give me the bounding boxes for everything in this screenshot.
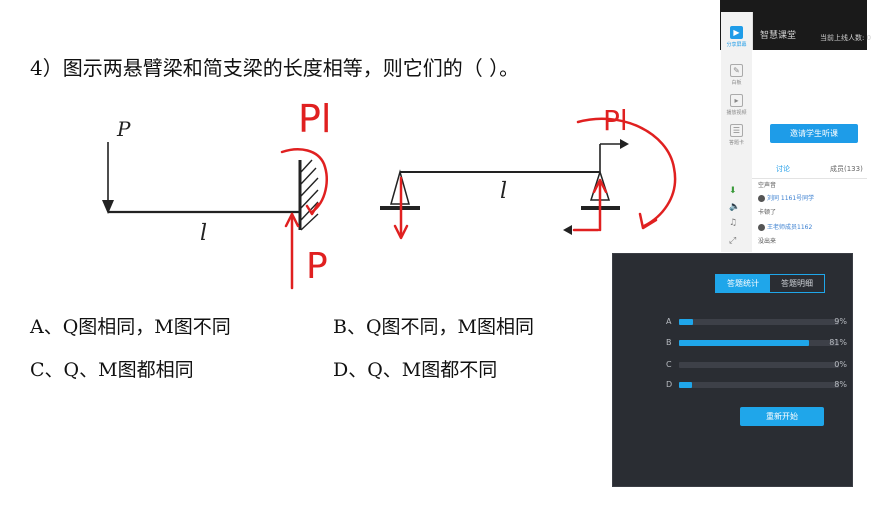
download-icon[interactable]: ⬇ <box>729 186 737 196</box>
simple-beam: l <box>380 139 629 210</box>
stats-label-c: C <box>666 360 672 369</box>
annot-force: P <box>306 246 328 287</box>
stats-track-b <box>679 340 839 346</box>
tool-whiteboard[interactable]: ✎ 白板 <box>730 64 743 86</box>
annot-moment-left: Pl <box>298 97 331 141</box>
stats-bar-d <box>679 382 692 388</box>
slide-canvas <box>0 0 720 511</box>
moment-curve-right <box>576 117 677 228</box>
fixed-support-hatch <box>300 159 319 231</box>
stats-percent-d: 8% <box>834 380 847 389</box>
stats-label-d: D <box>666 380 673 389</box>
option-a: A、Q图相同，M图不同 <box>30 316 231 338</box>
stats-bar-b <box>679 340 809 346</box>
online-count: 当前上线人数: 0 <box>820 34 871 42</box>
tab-members[interactable]: 成员(133) <box>830 165 863 173</box>
avatar <box>758 224 765 231</box>
chat-message: 卡顿了 <box>758 209 777 216</box>
tab-discussion[interactable]: 讨论 <box>776 165 790 173</box>
stats-percent-b: 81% <box>829 338 847 347</box>
load-arrow-head <box>102 200 114 214</box>
stats-track-c <box>679 362 839 368</box>
tool-play-video[interactable]: ▸ 播放视频 <box>726 94 747 116</box>
option-b: B、Q图不同，M图相同 <box>333 316 534 338</box>
question-text: 4）图示两悬臂梁和简支梁的长度相等，则它们的（ ）。 <box>30 56 520 80</box>
tool-answer-card[interactable]: ☰ 答题卡 <box>728 124 744 146</box>
chat-message: 空声音 <box>758 182 777 189</box>
stats-percent-a: 9% <box>834 317 847 326</box>
load-label: P <box>116 117 131 141</box>
handwritten-annotations: Pl P Pl <box>280 97 677 290</box>
stats-track-d <box>679 382 839 388</box>
beam-diagram: P l l Pl P Pl <box>102 97 677 290</box>
answer-card-icon: ☰ <box>730 124 743 137</box>
length-label-right: l <box>500 179 507 204</box>
option-d: D、Q、M图都不同 <box>333 359 498 381</box>
stats-label-b: B <box>666 338 672 347</box>
tab-answer-details[interactable]: 答题明细 <box>770 275 824 292</box>
play-video-icon: ▸ <box>730 94 743 107</box>
chat-message: 刘同 1161号同学 <box>758 193 814 202</box>
music-icon[interactable]: ♫ <box>729 218 738 228</box>
stats-tab-group: 答题统计 答题明细 <box>715 274 825 293</box>
chat-message: 没出来 <box>758 238 777 245</box>
window-title: 智慧课堂 <box>760 31 797 41</box>
stats-percent-c: 0% <box>834 360 847 369</box>
option-c: C、Q、M图都相同 <box>30 359 194 381</box>
chat-tabs: 讨论 成员(133) <box>752 160 867 179</box>
screen-share-icon: ▶ <box>730 26 743 39</box>
fullscreen-icon[interactable]: ⤢ <box>729 236 737 246</box>
invite-students-button[interactable]: 邀请学生听课 <box>770 124 858 143</box>
tool-sidebar: ▶ 分享屏幕 ✎ 白板 ▸ 播放视频 ☰ 答题卡 <box>721 12 753 252</box>
avatar <box>758 195 765 202</box>
length-label-left: l <box>200 221 207 246</box>
stats-track-a <box>679 319 839 325</box>
stats-label-a: A <box>666 317 672 326</box>
moment-arrow-head <box>620 139 629 149</box>
chat-panel <box>752 50 867 252</box>
chat-message: 王老师成员1162 <box>758 222 812 231</box>
tool-share-screen[interactable]: ▶ 分享屏幕 <box>726 26 747 48</box>
restart-button[interactable]: 重新开始 <box>740 407 824 426</box>
cantilever-beam: P l <box>102 117 319 246</box>
volume-icon[interactable]: 🔈 <box>729 202 741 212</box>
stats-bar-a <box>679 319 694 325</box>
moment-curve-left <box>280 148 328 214</box>
tab-answer-statistics[interactable]: 答题统计 <box>716 275 770 292</box>
whiteboard-icon: ✎ <box>730 64 743 77</box>
